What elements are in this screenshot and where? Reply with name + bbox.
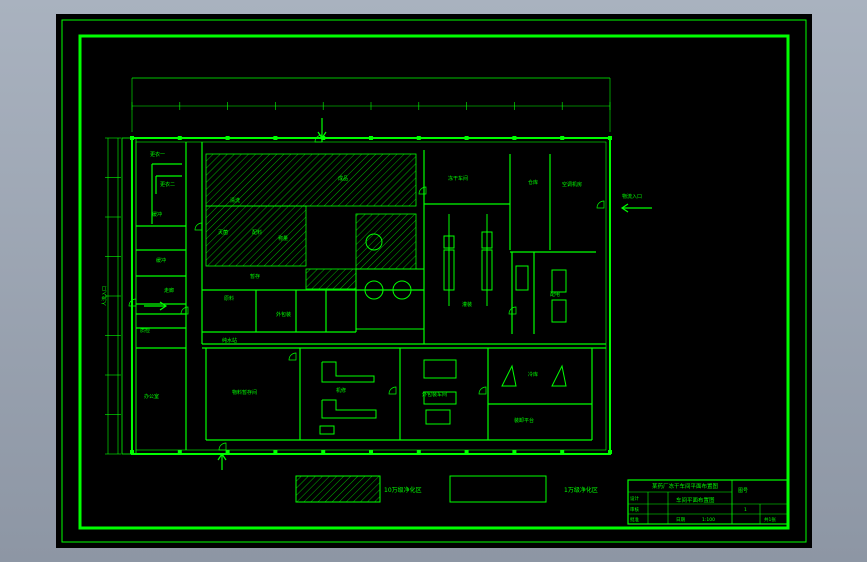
room-label: 纯水站 (222, 337, 237, 344)
column-marker (560, 450, 565, 454)
title-block-sheets: 共1张 (764, 516, 776, 523)
column-marker (416, 450, 421, 454)
title-block-checker: 审核 (630, 506, 639, 513)
door-swing (418, 186, 427, 195)
room-label: 走廊 (164, 287, 174, 294)
column-marker (177, 136, 182, 140)
drawing-sheet: 更衣一 更衣二 缓冲 缓冲 走廊 人流入口 物流入口 办公室 质检 清洗 灭菌 … (56, 14, 812, 548)
room-label: 空调机房 (562, 181, 582, 188)
column-marker (321, 136, 326, 140)
door-swing (478, 386, 487, 395)
legend-label-300k: 1万级净化区 (564, 486, 598, 494)
column-marker (608, 136, 612, 140)
legend: 10万级净化区 1万级净化区 (295, 475, 598, 503)
room-label: 配料 (252, 229, 262, 236)
room-label: 装卸平台 (514, 417, 534, 424)
room-label: 人流入口 (101, 286, 108, 306)
title-block-approver: 批准 (630, 516, 639, 523)
filling-equipment (355, 214, 493, 330)
room-label: 配电 (550, 291, 560, 298)
column-marker (225, 136, 230, 140)
room-label: 物流入口 (622, 193, 642, 200)
door-swing (128, 298, 137, 307)
door-swing (194, 222, 203, 231)
column-marker (177, 450, 182, 454)
room-label: 冷库 (528, 371, 538, 378)
door-swing (218, 442, 227, 451)
left-dimension (105, 137, 121, 455)
room-label: 办公室 (144, 393, 159, 400)
column-marker (130, 136, 134, 140)
lower-furniture (319, 359, 567, 435)
outer-border (61, 19, 807, 543)
room-label: 外包装 (276, 311, 291, 318)
legend-plain-swatch (449, 475, 547, 503)
door-swing (596, 200, 605, 209)
door-swing (388, 386, 397, 395)
title-block-date: 日期 (676, 517, 685, 523)
room-label: 物料暂存间 (232, 389, 257, 396)
room-label: 灭菌 (218, 229, 228, 236)
column-marker (560, 136, 565, 140)
room-label: 仓库 (528, 179, 538, 186)
room-label: 更衣二 (160, 181, 175, 188)
room-label: 称量 (278, 235, 288, 242)
legend-hatch-swatch (295, 475, 381, 503)
room-label: 原料 (224, 295, 234, 302)
room-label: 冻干车间 (448, 175, 468, 182)
door-swing (508, 306, 517, 315)
column-marker (464, 136, 469, 140)
clean-zone-hatch (205, 153, 417, 290)
column-marker (464, 450, 469, 454)
legend-label-100k: 10万级净化区 (384, 486, 422, 494)
room-label: 灌装 (462, 301, 472, 308)
room-label: 缓冲 (156, 257, 166, 264)
title-block-drawing-no: 图号 (738, 488, 748, 494)
title-block-sheet-no: 1 (744, 507, 747, 513)
room-label: 外包装车间 (422, 391, 447, 398)
room-label: 暂存 (250, 273, 260, 280)
column-marker (273, 450, 278, 454)
room-label: 成品 (338, 175, 348, 182)
door-swing (288, 352, 297, 361)
title-block-subtitle: 车间平面布置图 (676, 496, 715, 504)
column-marker (130, 450, 134, 454)
left-corridor-wall (121, 137, 137, 455)
title-block-designer: 设计 (630, 495, 639, 502)
right-equipment (515, 265, 567, 323)
structural-columns (130, 136, 612, 454)
column-marker (512, 450, 517, 454)
title-block-scale: 1:100 (702, 517, 715, 523)
column-marker (608, 450, 612, 454)
inner-border (78, 34, 790, 530)
room-labels: 更衣一 更衣二 缓冲 缓冲 走廊 人流入口 物流入口 办公室 质检 清洗 灭菌 … (101, 151, 642, 424)
column-marker (369, 450, 373, 454)
column-marker (369, 136, 373, 140)
room-label: 机修 (336, 387, 346, 394)
room-label: 缓冲 (152, 211, 162, 218)
title-block: 某药厂冻干车间平面布置图 车间平面布置图 设计 审核 批准 日期 1:100 图… (627, 479, 789, 525)
door-swing (180, 306, 189, 315)
entrance-arrows (144, 118, 652, 470)
title-block-title: 某药厂冻干车间平面布置图 (652, 482, 719, 490)
column-marker (416, 136, 421, 140)
column-marker (512, 136, 517, 140)
floor-plan-drawing: 更衣一 更衣二 缓冲 缓冲 走廊 人流入口 物流入口 办公室 质检 清洗 灭菌 … (61, 19, 807, 543)
room-label: 更衣一 (150, 151, 165, 158)
room-label: 清洗 (230, 197, 240, 204)
column-marker (225, 450, 230, 454)
top-dimension (131, 77, 611, 132)
column-marker (321, 450, 326, 454)
column-marker (273, 136, 278, 140)
room-label: 质检 (140, 327, 150, 334)
